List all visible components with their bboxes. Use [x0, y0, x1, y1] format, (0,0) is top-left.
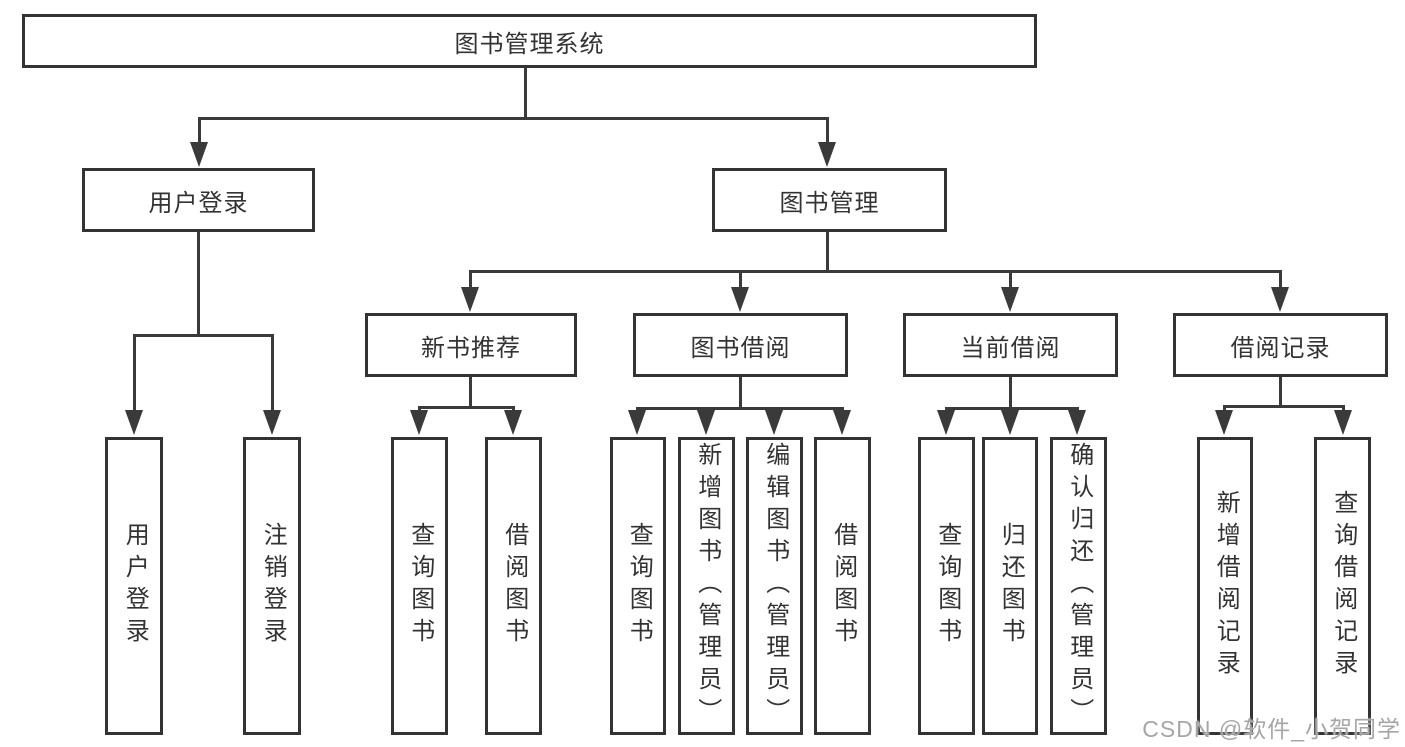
- connector-drop: [511, 407, 515, 412]
- diagram-node-leaf-query-record: 查询借阅记录: [1314, 437, 1371, 735]
- connector-stem: [825, 232, 829, 273]
- connector-stem: [738, 377, 742, 410]
- connector-drop: [417, 407, 421, 412]
- node-label-leaf-query-book-2: 查询图书: [625, 522, 653, 650]
- connector-bus: [635, 406, 844, 410]
- arrow-down-icon: [461, 287, 479, 312]
- diagram-node-leaf-logout: 注销登录: [243, 437, 301, 735]
- node-label-leaf-edit-book: 编辑图书（管理员）: [761, 442, 789, 730]
- diagram-node-user-login: 用户登录: [82, 168, 315, 232]
- diagram-node-borrow-records: 借阅记录: [1173, 313, 1388, 377]
- connector-stem: [1278, 377, 1282, 408]
- connector-drop: [1222, 406, 1226, 412]
- connector-drop: [1341, 406, 1345, 412]
- arrow-down-icon: [1068, 410, 1086, 435]
- arrow-down-icon: [263, 410, 281, 435]
- connector-bus: [132, 333, 274, 337]
- node-label-leaf-confirm-return: 确认归还（管理员）: [1065, 442, 1093, 730]
- connector-bus: [417, 405, 515, 409]
- node-label-user-login: 用户登录: [148, 189, 249, 217]
- diagram-node-leaf-add-book: 新增图书（管理员）: [678, 437, 735, 735]
- arrow-down-icon: [818, 142, 836, 167]
- node-label-current-borrow: 当前借阅: [960, 334, 1061, 362]
- diagram-node-root: 图书管理系统: [22, 14, 1037, 68]
- arrow-down-icon: [125, 410, 143, 435]
- arrow-down-icon: [410, 410, 428, 435]
- connector-drop: [468, 271, 472, 289]
- arrow-down-icon: [697, 410, 715, 435]
- connector-drop: [1008, 271, 1012, 289]
- node-label-root: 图书管理系统: [454, 30, 605, 58]
- node-label-borrow-records: 借阅记录: [1230, 334, 1331, 362]
- diagram-node-leaf-user-login: 用户登录: [105, 437, 163, 735]
- node-label-leaf-add-book: 新增图书（管理员）: [693, 442, 721, 730]
- node-label-leaf-query-book-1: 查询图书: [406, 522, 434, 650]
- arrow-down-icon: [937, 410, 955, 435]
- connector-stem: [523, 68, 527, 120]
- arrow-down-icon: [765, 410, 783, 435]
- node-label-leaf-borrow-book-2: 借阅图书: [829, 522, 857, 650]
- connector-drop: [825, 118, 829, 144]
- arrow-down-icon: [1215, 410, 1233, 435]
- node-label-book-borrow: 图书借阅: [690, 334, 791, 362]
- arrow-down-icon: [833, 410, 851, 435]
- connector-stem: [196, 232, 200, 337]
- diagram-node-leaf-borrow-book-1: 借阅图书: [485, 437, 542, 735]
- connector-stem: [468, 377, 472, 409]
- diagram-node-leaf-return-book: 归还图书: [982, 437, 1038, 735]
- connector-stem: [1008, 377, 1012, 410]
- diagram-node-leaf-confirm-return: 确认归还（管理员）: [1050, 437, 1107, 735]
- connector-drop: [197, 118, 201, 144]
- node-label-book-mgmt: 图书管理: [779, 189, 880, 217]
- connector-drop: [270, 335, 274, 412]
- node-label-new-book-rec: 新书推荐: [421, 334, 521, 362]
- connector-bus: [944, 406, 1079, 410]
- connector-drop: [1278, 271, 1282, 289]
- arrow-down-icon: [1271, 287, 1289, 312]
- arrow-down-icon: [190, 142, 208, 167]
- arrow-down-icon: [628, 410, 646, 435]
- arrow-down-icon: [1001, 287, 1019, 312]
- diagram-node-leaf-edit-book: 编辑图书（管理员）: [746, 437, 803, 735]
- diagram-node-leaf-add-record: 新增借阅记录: [1197, 437, 1253, 735]
- diagram-node-leaf-query-book-1: 查询图书: [391, 437, 448, 735]
- diagram-node-leaf-query-book-3: 查询图书: [918, 437, 975, 735]
- diagram-node-book-borrow: 图书借阅: [633, 313, 848, 377]
- connector-drop: [738, 271, 742, 289]
- node-label-leaf-logout: 注销登录: [259, 522, 287, 650]
- node-label-leaf-query-book-3: 查询图书: [933, 522, 961, 650]
- node-label-leaf-add-record: 新增借阅记录: [1212, 490, 1240, 682]
- diagram-node-leaf-query-book-2: 查询图书: [610, 437, 666, 735]
- node-label-leaf-borrow-book-1: 借阅图书: [500, 522, 528, 650]
- node-label-leaf-return-book: 归还图书: [997, 522, 1025, 650]
- arrow-down-icon: [504, 410, 522, 435]
- arrow-down-icon: [731, 287, 749, 312]
- diagram-node-book-mgmt: 图书管理: [712, 168, 947, 232]
- connector-bus: [1222, 404, 1345, 408]
- diagram-node-current-borrow: 当前借阅: [903, 313, 1118, 377]
- connector-drop: [132, 335, 136, 412]
- node-label-leaf-query-record: 查询借阅记录: [1329, 490, 1357, 682]
- diagram-node-leaf-borrow-book-2: 借阅图书: [814, 437, 871, 735]
- node-label-leaf-user-login: 用户登录: [121, 522, 149, 650]
- diagram-node-new-book-rec: 新书推荐: [365, 313, 577, 377]
- connector-bus: [197, 116, 829, 120]
- arrow-down-icon: [1001, 410, 1019, 435]
- arrow-down-icon: [1334, 410, 1352, 435]
- connector-bus: [468, 269, 1282, 273]
